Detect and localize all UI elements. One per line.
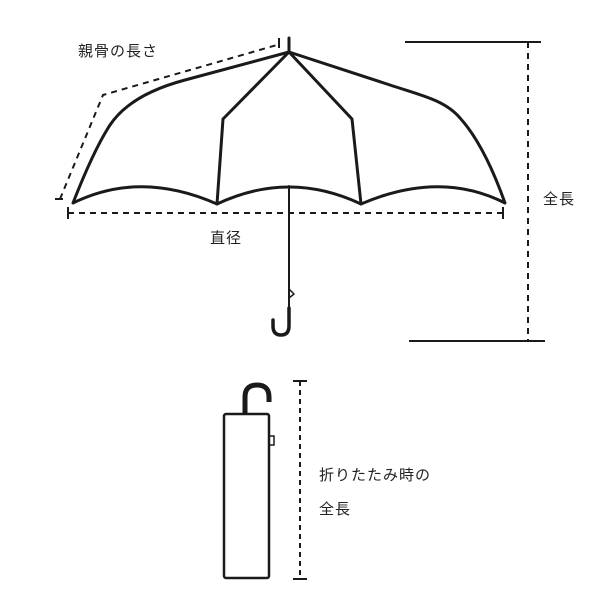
folded-length-label-line1: 折りたたみ時の bbox=[319, 466, 432, 484]
umbrella-handle bbox=[271, 306, 291, 337]
inner-rib-left bbox=[215, 50, 291, 206]
total-length-label: 全長 bbox=[543, 190, 576, 208]
folded-umbrella-body bbox=[222, 412, 271, 580]
diameter-label: 直径 bbox=[210, 229, 243, 247]
rib-length-dashed-line bbox=[59, 44, 278, 200]
inner-rib-right bbox=[287, 50, 363, 206]
folded-umbrella-handle bbox=[242, 382, 272, 413]
folded-length-label-line2: 全長 bbox=[319, 500, 352, 518]
folded-umbrella-strap bbox=[268, 435, 275, 446]
handle-button bbox=[288, 288, 295, 299]
canopy-outline bbox=[71, 50, 507, 206]
rib-length-label: 親骨の長さ bbox=[78, 42, 159, 60]
